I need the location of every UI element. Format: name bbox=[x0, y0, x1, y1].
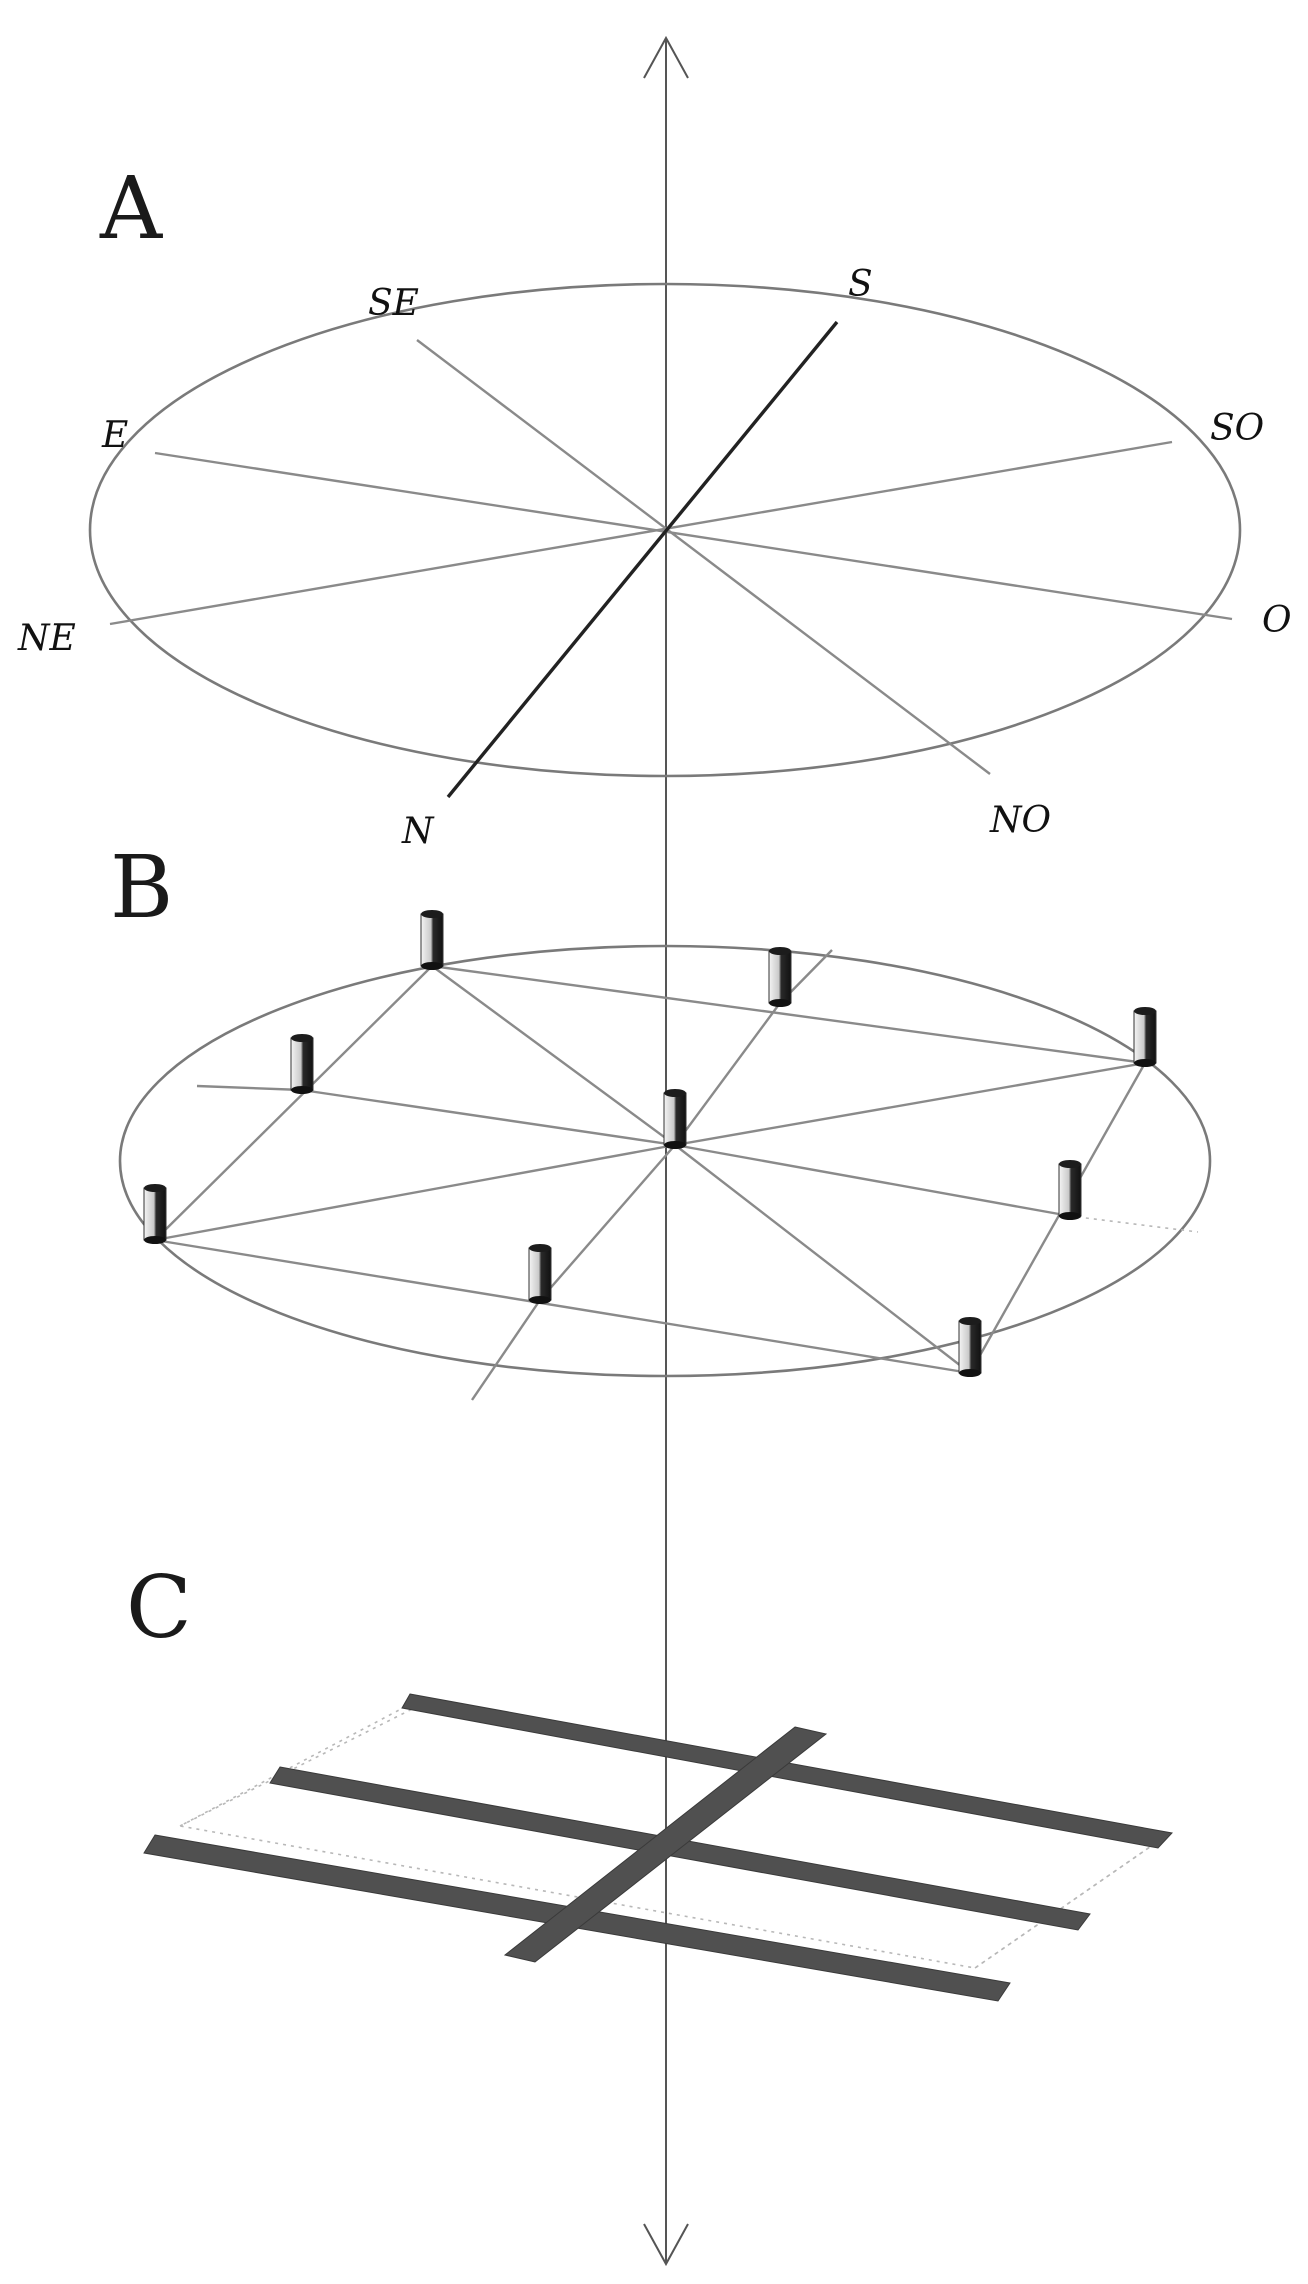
panel-c-road-grid: C bbox=[126, 1558, 1173, 2002]
direction-label-o: O bbox=[1262, 600, 1292, 641]
panel-letter-b: B bbox=[110, 838, 173, 938]
compass-spoke-ne-so bbox=[109, 440, 1173, 626]
column bbox=[528, 1244, 552, 1304]
compass-spoke-se-no bbox=[416, 339, 991, 775]
direction-label-no: NO bbox=[989, 800, 1051, 841]
panel-b-columns: B bbox=[110, 838, 1212, 1401]
direction-label-e: E bbox=[101, 415, 128, 456]
column bbox=[768, 947, 792, 1007]
vertical-axis bbox=[643, 35, 689, 2267]
road-longitudinal bbox=[503, 1726, 828, 1963]
column bbox=[663, 1089, 687, 1149]
direction-label-n: N bbox=[401, 811, 435, 852]
compass-ellipse bbox=[88, 282, 1242, 778]
direction-label-s: S bbox=[848, 264, 873, 305]
compass-spoke-e-o bbox=[154, 451, 1233, 621]
panel-a-compass: A N NE E SE S SO O NO bbox=[17, 159, 1292, 852]
compass-north-south-line bbox=[446, 320, 839, 799]
direction-label-so: SO bbox=[1210, 408, 1264, 449]
panel-letter-c: C bbox=[126, 1558, 192, 1658]
column-disc-ellipse bbox=[118, 944, 1212, 1378]
column bbox=[143, 1184, 167, 1244]
column-group bbox=[143, 910, 1157, 1377]
column bbox=[1058, 1160, 1082, 1220]
column-network-lines bbox=[154, 949, 1147, 1401]
column bbox=[420, 910, 444, 970]
column bbox=[290, 1034, 314, 1094]
column bbox=[1133, 1007, 1157, 1067]
panel-letter-a: A bbox=[99, 159, 163, 259]
road-transverse-1 bbox=[401, 1693, 1173, 1849]
direction-label-se: SE bbox=[368, 283, 419, 324]
column bbox=[958, 1317, 982, 1377]
direction-label-ne: NE bbox=[17, 618, 76, 659]
